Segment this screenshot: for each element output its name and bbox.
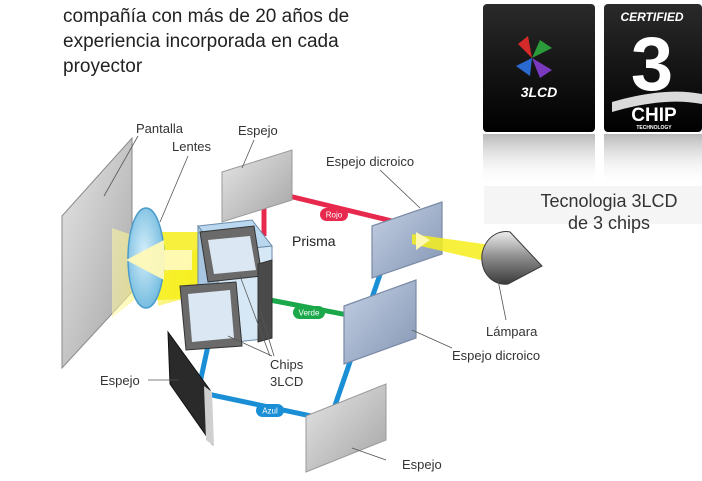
label-espejo-top: Espejo	[238, 123, 278, 138]
label-lampara: Lámpara	[486, 324, 538, 339]
lamp-arrow-icon	[416, 232, 430, 250]
3lcd-logo: 3LCD	[483, 4, 595, 132]
bottom-mirror	[305, 383, 387, 473]
lamp-icon	[481, 231, 543, 285]
leader-lampara	[497, 279, 507, 321]
label-espejo-left: Espejo	[100, 373, 140, 388]
technology-text: TECHNOLOGY	[636, 125, 672, 131]
leader-chips-3	[259, 309, 275, 357]
leader-lines	[103, 135, 507, 461]
swoosh-icon	[612, 91, 702, 112]
3lcd-emblem-icon	[516, 36, 552, 78]
verde-pill: Verde	[293, 306, 325, 319]
leader-chips-2	[227, 335, 273, 357]
rojo-pill-text: Rojo	[326, 211, 343, 220]
logo-caption: Tecnologia 3LCD de 3 chips	[524, 190, 694, 234]
rojo-pill: Rojo	[320, 208, 348, 221]
leader-chips-1	[239, 275, 271, 357]
label-espejo-dicroico-top: Espejo dicroico	[326, 154, 414, 169]
label-prisma: Prisma	[292, 233, 336, 249]
leader-espejo-bottom	[351, 447, 387, 461]
prism-cube	[179, 219, 273, 351]
logo-reflection-tail	[484, 186, 702, 224]
leader-lentes	[159, 155, 189, 223]
leader-dicroico-top	[379, 169, 421, 209]
azul-pill: Azul	[256, 404, 284, 417]
verde-pill-text: Verde	[299, 309, 320, 318]
lcd-chip-green	[257, 259, 273, 343]
leader-dicroico-mid	[411, 329, 453, 349]
caption-line-1: Tecnologia 3LCD	[540, 191, 678, 211]
3chip-certified-logo: CERTIFIED 3 CHIP TECHNOLOGY	[604, 4, 702, 132]
logo-reflection	[483, 134, 595, 186]
lower-dichroic-mirror	[343, 279, 417, 365]
label-pantalla: Pantalla	[136, 121, 184, 136]
intro-line-3: proyector	[63, 56, 143, 77]
label-espejo-bottom: Espejo	[402, 457, 442, 472]
label-chips-line2: 3LCD	[270, 374, 303, 389]
intro-text: compañía con más de 20 años de experienc…	[63, 4, 443, 79]
chip-text: CHIP	[631, 105, 677, 126]
caption-line-2: de 3 chips	[567, 213, 651, 233]
top-mirror	[221, 149, 293, 223]
azul-pill-text: Azul	[262, 407, 278, 416]
leader-pantalla	[103, 135, 139, 197]
label-lentes: Lentes	[172, 139, 212, 154]
upper-dichroic-mirror	[371, 201, 443, 279]
lamp-light-beam	[412, 234, 498, 264]
logo-reflection	[604, 134, 702, 186]
label-espejo-dicroico-mid: Espejo dicroico	[452, 348, 540, 363]
3lcd-logo-text: 3LCD	[521, 84, 558, 100]
intro-line-1: compañía con más de 20 años de	[63, 6, 350, 27]
left-mirror-edge	[204, 386, 214, 446]
label-chips-line1: Chips	[270, 357, 304, 372]
output-arrow-icon	[126, 240, 192, 280]
certified-text: CERTIFIED	[620, 10, 683, 24]
leader-espejo-top	[241, 139, 255, 169]
lcd-chip-red-panel	[208, 236, 256, 274]
lcd-chip-blue-panel	[188, 290, 234, 342]
intro-line-2: experiencia incorporada en cada	[63, 31, 339, 52]
